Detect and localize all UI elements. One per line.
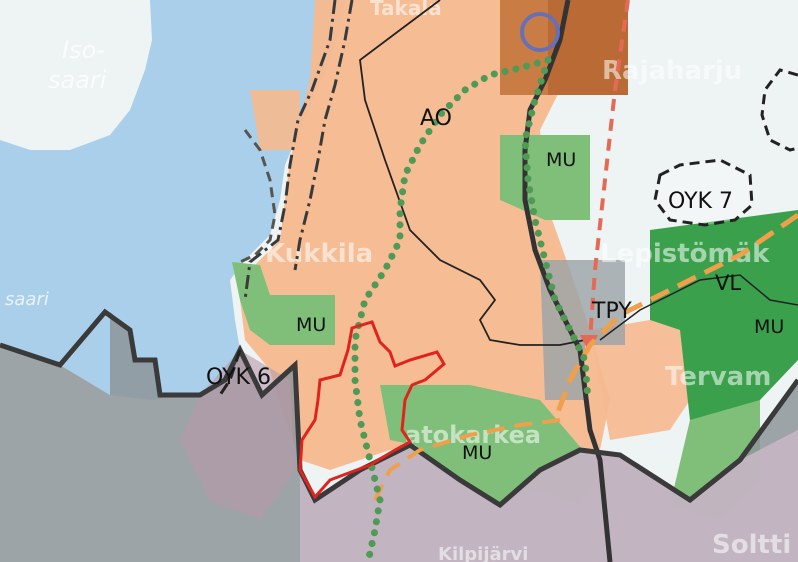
place-solttila: Soltti	[712, 530, 791, 560]
ne-boundary	[760, 68, 798, 152]
zone-label-ao: AO	[420, 106, 452, 131]
place-tervam: Tervam	[665, 362, 771, 392]
location-circle-marker[interactable]	[520, 12, 560, 52]
zone-label-oyk7: OYK 7	[668, 189, 733, 214]
municipal-boundary	[0, 308, 798, 509]
place-kukkila: Kukkila	[265, 239, 373, 269]
zone-orange	[240, 0, 610, 470]
oyk7-boundary	[653, 158, 754, 227]
place-takala: Takala	[370, 0, 442, 20]
zone-label-mu-west: MU	[296, 314, 326, 336]
coast-dashed-line	[243, 0, 337, 301]
place-isosaari-1: Iso-	[62, 36, 105, 64]
coast-dashed-inner	[293, 0, 354, 271]
green-dotted-trail	[351, 56, 592, 562]
orange-dashed-1	[552, 212, 798, 421]
zone-label-vl: VL	[715, 271, 741, 295]
zone-label-tpy: TPY	[591, 299, 632, 324]
road-thin-2	[599, 274, 798, 341]
zone-label-mu-east: MU	[754, 316, 784, 338]
red-dashed-line	[588, 0, 630, 341]
zone-green-east	[650, 210, 798, 430]
place-isosaari-2: saari	[48, 66, 107, 94]
shoreline-dash	[239, 129, 277, 264]
island-isosaari	[0, 0, 152, 150]
planning-area-red	[298, 320, 446, 500]
zone-green-west	[232, 262, 335, 345]
zone-gray-tpy	[540, 260, 625, 400]
oyk6-boundary	[218, 349, 242, 396]
zone-orange-nw	[250, 90, 300, 150]
orange-dashed-2	[373, 418, 561, 501]
zone-label-oyk6: OYK 6	[206, 365, 271, 390]
zone-label-mu-south: MU	[462, 442, 492, 464]
place-saari-w: saari	[5, 289, 49, 310]
zone-label-mu-north: MU	[546, 149, 576, 171]
place-rajaharju: Rajaharju	[602, 56, 742, 86]
zone-orange-east	[590, 320, 690, 440]
zone-pink-south	[300, 430, 798, 562]
road-thin-1	[359, 0, 586, 346]
place-kilpijarvi: Kilpijärvi	[438, 544, 528, 562]
main-road	[522, 0, 613, 562]
